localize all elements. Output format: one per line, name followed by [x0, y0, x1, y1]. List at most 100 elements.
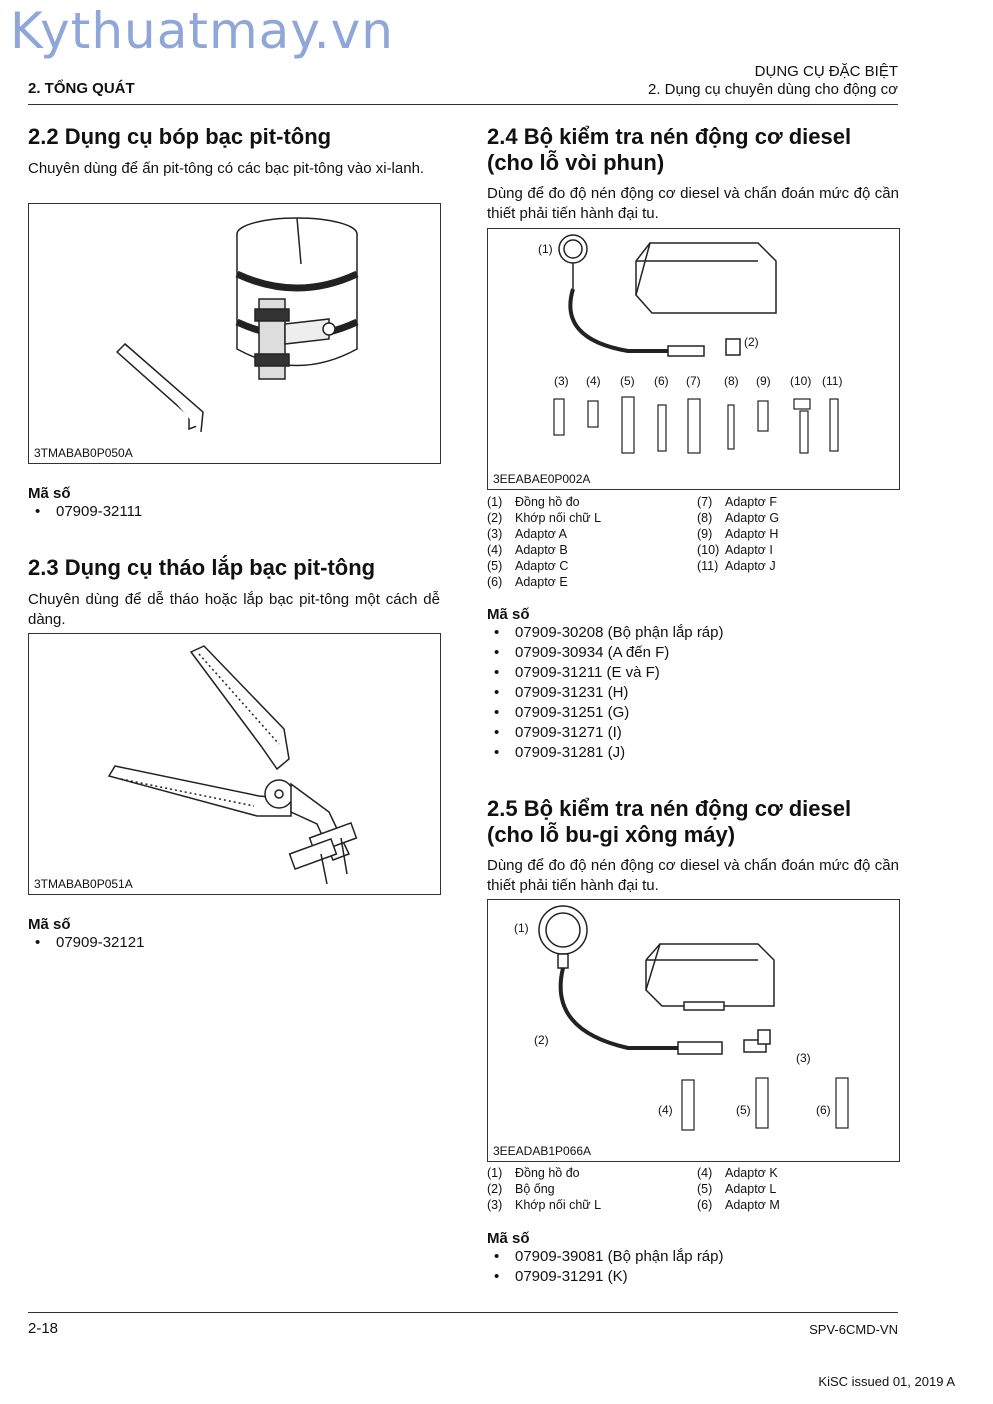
code-item: 07909-31251 (G) — [487, 703, 899, 723]
legend-left: (1)Đồng hồ đo (2)Khớp nối chữ L (3)Adapt… — [487, 494, 687, 590]
callout-2: (2) — [534, 1033, 549, 1047]
code-label: Mã số — [487, 606, 530, 623]
legend-item: (9)Adaptơ H — [697, 527, 779, 541]
header-chapter: DỤNG CỤ ĐẶC BIỆT — [754, 63, 898, 80]
code-label: Mã số — [487, 1230, 530, 1247]
code-label: Mã số — [28, 485, 71, 502]
code-label: Mã số — [28, 916, 71, 933]
code-item: 07909-39081 (Bộ phận lắp ráp) — [487, 1247, 899, 1267]
adaptor-set-drawing — [553, 396, 839, 454]
section-title: 2.4 Bộ kiểm tra nén động cơ diesel (cho … — [487, 124, 899, 176]
code-item: 07909-31211 (E và F) — [487, 663, 899, 683]
callout-6: (6) — [654, 374, 669, 388]
compression-tester-glow-plug-illustration: (1) (2) (3) (4) (5) (6) — [514, 905, 849, 1131]
callout-2: (2) — [744, 335, 759, 349]
legend-item: (4)Adaptơ K — [697, 1166, 778, 1180]
figure-compression-tester-nozzle: (1) (2) (3) (4) (5) (6) (7) (8) (9) (10)… — [487, 228, 900, 490]
callout-1: (1) — [514, 921, 529, 935]
code-list: 07909-32121 — [28, 933, 440, 953]
callout-6: (6) — [816, 1103, 831, 1117]
legend-left: (1)Đồng hồ đo (2)Bộ ống (3)Khớp nối chữ … — [487, 1165, 687, 1213]
figure-compression-tester-glow-plug: (1) (2) (3) (4) (5) (6) 3EEADAB1P066A — [487, 899, 900, 1162]
pliers-drawing — [107, 645, 358, 885]
page-number: 2-18 — [28, 1320, 59, 1337]
legend-right: (4)Adaptơ K (5)Adaptơ L (6)Adaptơ M — [697, 1165, 897, 1213]
legend-item: (1)Đồng hồ đo — [487, 1166, 580, 1180]
section-2-2: 2.2 Dụng cụ bóp bạc pit-tông Chuyên dùng… — [28, 124, 440, 179]
legend-item: (11)Adaptơ J — [697, 559, 776, 573]
hex-key-drawing — [115, 342, 204, 433]
code-item: 07909-31231 (H) — [487, 683, 899, 703]
legend-item: (5)Adaptơ L — [697, 1182, 777, 1196]
adaptor-set-drawing — [681, 1077, 849, 1131]
legend-item: (2)Bộ ống — [487, 1182, 555, 1196]
section-desc: Dùng để đo độ nén động cơ diesel và chẩn… — [487, 185, 899, 222]
section-2-4: 2.4 Bộ kiểm tra nén động cơ diesel (cho … — [487, 124, 899, 224]
code-list: 07909-32111 — [28, 502, 440, 522]
piston-ring-tool-illustration — [107, 645, 358, 885]
section-title-line2: (cho lỗ bu-gi xông máy) — [487, 822, 736, 847]
header-subchapter: 2. Dụng cụ chuyên dùng cho động cơ — [647, 81, 898, 98]
callout-4: (4) — [586, 374, 601, 388]
header-section: 2. TỔNG QUÁT — [28, 80, 135, 97]
section-desc: Chuyên dùng để dễ tháo hoặc lắp bạc pit-… — [28, 591, 440, 628]
code-item: 07909-30934 (A đến F) — [487, 643, 899, 663]
code-item: 07909-32121 — [28, 933, 440, 953]
tester-kit-drawing — [538, 905, 775, 1055]
section-title-line2: (cho lỗ vòi phun) — [487, 150, 665, 175]
legend-item: (7)Adaptơ F — [697, 495, 777, 509]
code-list: 07909-39081 (Bộ phận lắp ráp) 07909-3129… — [487, 1247, 899, 1287]
legend-item: (5)Adaptơ C — [487, 559, 569, 573]
callout-8: (8) — [724, 374, 739, 388]
figure-piston-ring-tool: 3TMABAB0P051A — [28, 633, 441, 895]
section-title-line1: 2.5 Bộ kiểm tra nén động cơ diesel — [487, 796, 852, 821]
section-title: 2.2 Dụng cụ bóp bạc pit-tông — [28, 124, 332, 149]
section-title: 2.5 Bộ kiểm tra nén động cơ diesel (cho … — [487, 796, 899, 848]
callout-4: (4) — [658, 1103, 673, 1117]
legend-item: (2)Khớp nối chữ L — [487, 511, 602, 525]
legend-item: (10)Adaptơ I — [697, 543, 773, 557]
section-2-4-codes: Mã số 07909-30208 (Bộ phận lắp ráp) 0790… — [487, 606, 899, 763]
code-item: 07909-31271 (I) — [487, 723, 899, 743]
callout-labels: (1) (2) (3) (4) (5) (6) — [514, 921, 831, 1117]
callout-3: (3) — [796, 1051, 811, 1065]
code-list: 07909-30208 (Bộ phận lắp ráp) 07909-3093… — [487, 623, 899, 763]
document-code: SPV-6CMD-VN — [809, 1322, 898, 1337]
legend-item: (3)Adaptơ A — [487, 527, 567, 541]
legend-item: (6)Adaptơ E — [487, 575, 568, 589]
callout-5: (5) — [736, 1103, 751, 1117]
code-item: 07909-30208 (Bộ phận lắp ráp) — [487, 623, 899, 643]
tester-kit-drawing — [558, 234, 777, 357]
legend-item: (6)Adaptơ M — [697, 1198, 780, 1212]
code-item: 07909-31281 (J) — [487, 743, 899, 763]
legend-right: (7)Adaptơ F (8)Adaptơ G (9)Adaptơ H (10)… — [697, 494, 897, 574]
section-2-3: 2.3 Dụng cụ tháo lắp bạc pit-tông Chuyên… — [28, 555, 440, 630]
footer-rule — [28, 1312, 898, 1313]
callout-5: (5) — [620, 374, 635, 388]
callout-7: (7) — [686, 374, 701, 388]
compression-tester-nozzle-illustration: (1) (2) (3) (4) (5) (6) (7) (8) (9) (10)… — [538, 234, 842, 454]
code-item: 07909-31291 (K) — [487, 1267, 899, 1287]
figure-code: 3EEABAE0P002A — [493, 472, 591, 486]
legend-item: (3)Khớp nối chữ L — [487, 1198, 602, 1212]
section-title-line1: 2.4 Bộ kiểm tra nén động cơ diesel — [487, 124, 852, 149]
callout-3: (3) — [554, 374, 569, 388]
section-2-5: 2.5 Bộ kiểm tra nén động cơ diesel (cho … — [487, 796, 899, 896]
header-rule — [28, 104, 898, 105]
code-item: 07909-32111 — [28, 502, 440, 522]
section-2-3-codes: Mã số 07909-32121 — [28, 916, 440, 953]
piston-ring-compressor-illustration — [115, 217, 359, 433]
issue-note: KiSC issued 01, 2019 A — [818, 1374, 955, 1389]
callout-11: (11) — [822, 374, 842, 388]
callout-1: (1) — [538, 242, 553, 256]
compressor-drawing — [235, 217, 359, 380]
legend-item: (8)Adaptơ G — [697, 511, 780, 525]
legend-item: (1)Đồng hồ đo — [487, 495, 580, 509]
figure-code: 3EEADAB1P066A — [493, 1144, 592, 1158]
legend-item: (4)Adaptơ B — [487, 543, 568, 557]
header-right: DỤNG CỤ ĐẶC BIỆT 2. Dụng cụ chuyên dùng … — [648, 63, 898, 99]
callout-9: (9) — [756, 374, 771, 388]
section-desc: Dùng để đo độ nén động cơ diesel và chẩn… — [487, 857, 899, 894]
section-desc: Chuyên dùng để ấn pit-tông có các bạc pi… — [28, 160, 425, 177]
figure-piston-ring-compressor: 3TMABAB0P050A — [28, 203, 441, 464]
